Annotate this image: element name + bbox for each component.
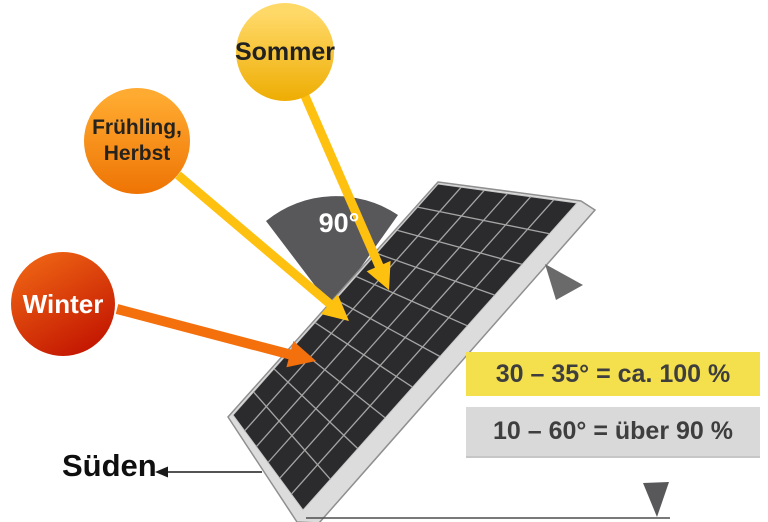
- sueden-arrowhead-icon: [155, 466, 168, 478]
- ray-fruehling-herbst: [175, 171, 333, 308]
- sueden-label: Süden: [62, 448, 157, 483]
- info-box-good-angle: 10 – 60° = über 90 %: [466, 407, 760, 458]
- sun-sommer-label: Sommer: [234, 37, 336, 66]
- ray-winter: [115, 304, 294, 360]
- tilt-marker-bottom-icon: [643, 482, 669, 517]
- sun-sommer: Sommer: [234, 3, 336, 101]
- solar-panel-face: [232, 183, 578, 511]
- sun-fruehling-herbst-label-line1: Frühling,: [92, 115, 182, 139]
- info-box-optimal-text: 30 – 35° = ca. 100 %: [495, 359, 731, 388]
- info-box-optimal-angle: 30 – 35° = ca. 100 %: [466, 352, 760, 396]
- angle-value-label: 90°: [318, 208, 360, 238]
- info-box-good-text: 10 – 60° = über 90 %: [492, 417, 733, 445]
- tilt-marker-top-icon: [545, 264, 583, 300]
- ray-sommer-arrowhead-icon: [366, 260, 391, 290]
- ray-sommer: [300, 94, 385, 270]
- sun-fruehling-herbst-label-line2: Herbst: [103, 142, 171, 165]
- sun-fruehling-herbst: Frühling, Herbst: [84, 88, 190, 194]
- sun-winter-label: Winter: [22, 288, 104, 319]
- solar-panel-grid: [244, 186, 555, 495]
- sun-winter: Winter: [11, 252, 115, 356]
- ray-winter-arrowhead-icon: [286, 341, 316, 368]
- ray-fruehling-herbst-arrowhead-icon: [320, 294, 349, 321]
